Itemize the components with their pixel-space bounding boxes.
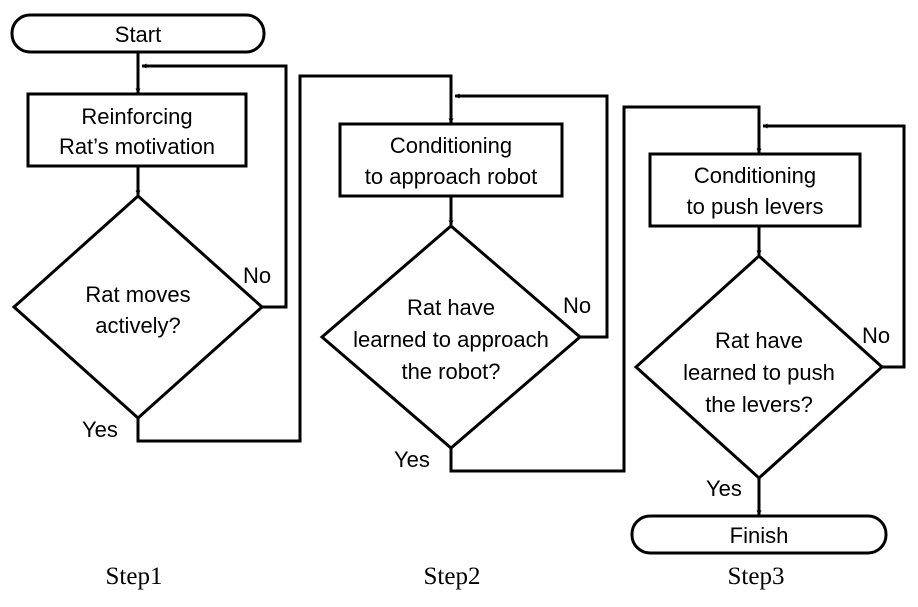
step3-decision-line1: Rat have [715,328,803,353]
step2-process-box [338,122,564,198]
step1-process-box [26,92,248,168]
step1-caption: Step1 [106,563,163,590]
step3-decision-line3: the levers? [705,392,813,417]
finish-terminal [630,514,888,555]
arrow-step2-yes-to-step3 [449,105,762,473]
step2-caption: Step2 [424,563,481,590]
step3-process-line2: to push levers [687,194,824,219]
step3-no-label: No [862,323,890,348]
step1-decision-diamond [11,193,265,421]
step2-no-label: No [563,293,591,318]
step1-no-label: No [243,263,271,288]
step1-decision-line2: actively? [95,313,181,338]
arrow-step3-no-loop [762,123,906,369]
finish-label: Finish [730,523,789,548]
step1-process-line2: Rat’s motivation [59,134,215,159]
step3-yes-label: Yes [706,476,742,501]
step2-decision-line3: the robot? [401,359,500,384]
step3-process-line1: Conditioning [694,163,816,188]
step2-process-line1: Conditioning [390,133,512,158]
arrow-step1-no-loop [141,63,288,309]
arrow-step2-no-loop [454,93,609,339]
step1-yes-label: Yes [82,417,118,442]
step2-process-line2: to approach robot [365,164,537,189]
start-label: Start [115,22,161,47]
step2-decision-line1: Rat have [407,295,495,320]
step1-decision-line1: Rat moves [85,282,190,307]
step1-process-line1: Reinforcing [81,104,192,129]
arrow-step1-yes-to-step2 [136,74,454,443]
step3-decision-line2: learned to push [683,360,835,385]
step3-process-box [648,152,862,228]
step2-yes-label: Yes [394,447,430,472]
step2-decision-line2: learned to approach [353,327,549,352]
step3-caption: Step3 [728,563,785,590]
